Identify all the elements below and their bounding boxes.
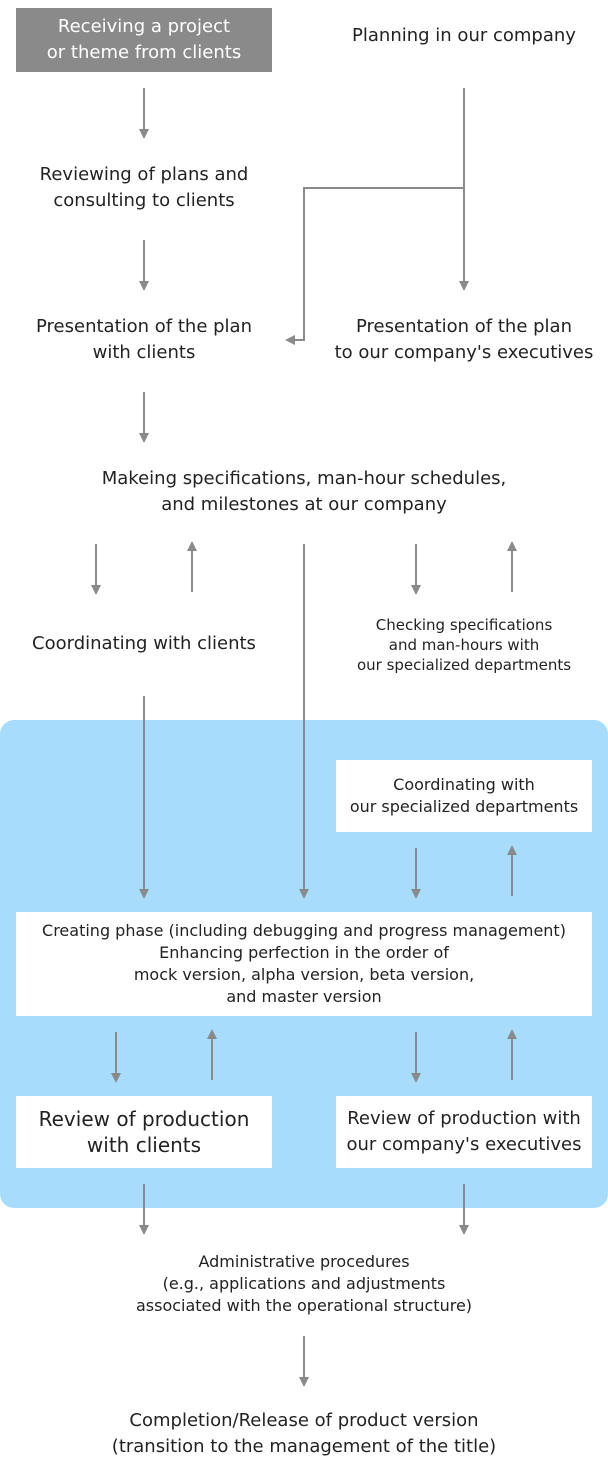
node-text-line: or theme from clients bbox=[46, 42, 242, 63]
node-text-line: consulting to clients bbox=[53, 190, 235, 211]
node-text-line: our specialized departments bbox=[349, 797, 579, 816]
node-text-line: Coordinating with bbox=[393, 775, 535, 794]
node-text-line: Checking specifications bbox=[375, 616, 553, 634]
node-making-specifications: Makeing specifications, man-hour schedul… bbox=[0, 464, 608, 520]
node-text-line: our specialized departments bbox=[356, 656, 572, 674]
node-presentation-executives: Presentation of the plan to our company'… bbox=[320, 312, 608, 368]
node-text-line: Coordinating with clients bbox=[32, 633, 256, 654]
node-checking-specifications: Checking specifications and man-hours wi… bbox=[320, 612, 608, 678]
node-text-line: Makeing specifications, man-hour schedul… bbox=[101, 468, 507, 489]
node-reviewing-plans: Reviewing of plans and consulting to cli… bbox=[0, 160, 288, 216]
arrow-planning-to-client-presentation bbox=[285, 187, 464, 345]
node-review-executives: Review of production with our company's … bbox=[336, 1096, 592, 1168]
node-completion-release: Completion/Release of product version (t… bbox=[0, 1406, 608, 1462]
node-text-line: (e.g., applications and adjustments bbox=[162, 1274, 446, 1293]
node-review-clients: Review of production with clients bbox=[16, 1096, 272, 1168]
node-text-line: and man-hours with bbox=[388, 636, 540, 654]
node-text-line: Presentation of the plan bbox=[36, 316, 252, 337]
node-text-line: with clients bbox=[86, 1133, 202, 1157]
node-presentation-clients: Presentation of the plan with clients bbox=[0, 312, 288, 368]
node-text-line: Presentation of the plan bbox=[356, 316, 572, 337]
node-planning-company: Planning in our company bbox=[320, 8, 608, 64]
node-coordinating-departments: Coordinating with our specialized depart… bbox=[336, 760, 592, 832]
node-coordinating-clients: Coordinating with clients bbox=[0, 620, 288, 668]
node-text-line: associated with the operational structur… bbox=[135, 1296, 473, 1315]
node-administrative-procedures: Administrative procedures (e.g., applica… bbox=[0, 1250, 608, 1318]
node-text-line: Receiving a project bbox=[57, 16, 231, 37]
node-text-line: and master version bbox=[226, 987, 382, 1006]
node-text-line: Planning in our company bbox=[352, 25, 576, 46]
node-text-line: Completion/Release of product version bbox=[129, 1410, 479, 1431]
node-text-line: mock version, alpha version, beta versio… bbox=[133, 965, 475, 984]
node-creating-phase: Creating phase (including debugging and … bbox=[16, 912, 592, 1016]
node-text-line: Review of production with bbox=[347, 1108, 581, 1129]
node-text-line: with clients bbox=[92, 342, 196, 363]
node-text-line: and milestones at our company bbox=[161, 494, 447, 515]
node-text-line: (transition to the management of the tit… bbox=[111, 1436, 497, 1457]
node-text-line: to our company's executives bbox=[334, 342, 594, 363]
node-text-line: Administrative procedures bbox=[198, 1252, 410, 1271]
node-text-line: Reviewing of plans and bbox=[39, 164, 249, 185]
node-receiving-project: Receiving a project or theme from client… bbox=[16, 8, 272, 72]
node-text-line: our company's executives bbox=[346, 1134, 582, 1155]
node-text-line: Creating phase (including debugging and … bbox=[42, 921, 566, 940]
node-text-line: Enhancing perfection in the order of bbox=[159, 943, 449, 962]
node-text-line: Review of production bbox=[38, 1107, 250, 1131]
